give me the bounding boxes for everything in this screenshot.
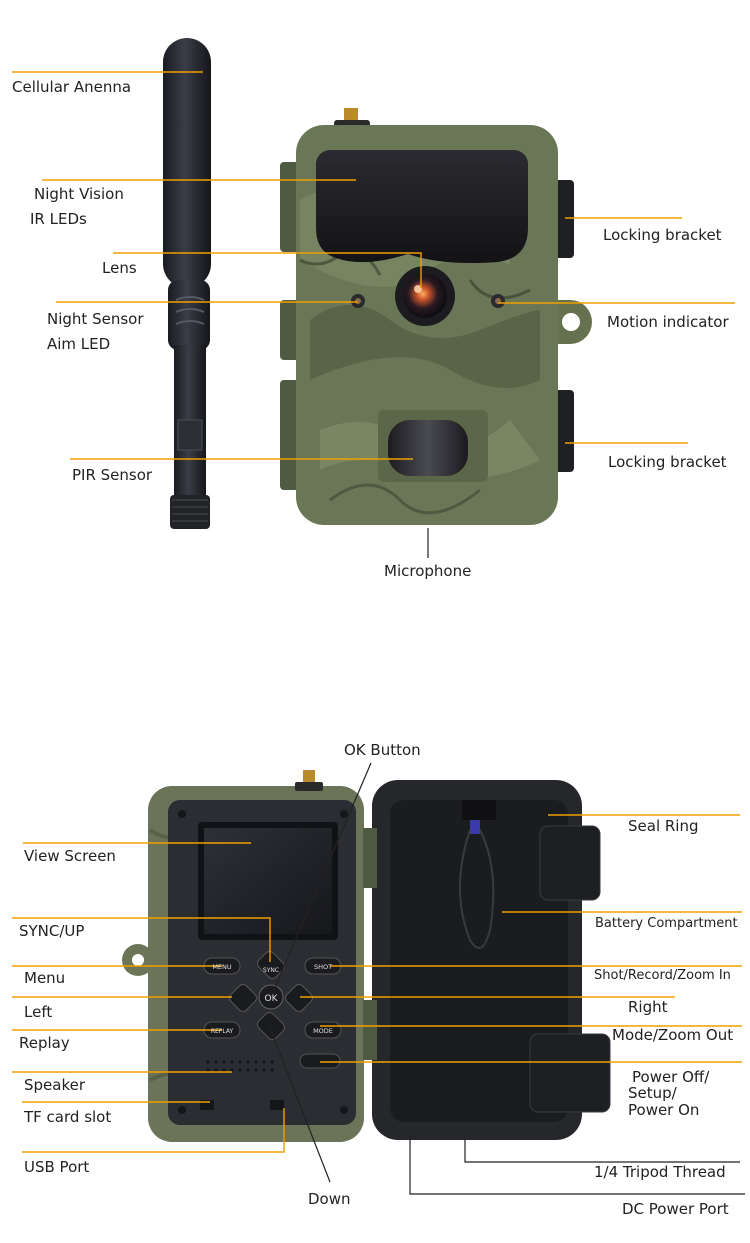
ok-key-text: OK xyxy=(265,994,279,1004)
label-left: Left xyxy=(24,1003,53,1021)
device-button-labels: MENU SYNC SHOT OK REPLAY MODE xyxy=(211,963,333,1035)
menu-key-text: MENU xyxy=(212,963,232,971)
label-seal-ring: Seal Ring xyxy=(628,817,699,835)
replay-key-text: REPLAY xyxy=(211,1028,234,1035)
label-usb-port: USB Port xyxy=(24,1158,90,1176)
label-ok-button: OK Button xyxy=(344,741,421,759)
label-aim-led: Aim LED xyxy=(47,335,111,353)
camera-back xyxy=(122,770,364,1142)
front-leader-lines xyxy=(12,71,735,558)
label-ir-leds: IR LEDs xyxy=(30,210,87,228)
label-cellular-antenna: Cellular Anenna xyxy=(12,78,132,96)
mode-key-text: MODE xyxy=(313,1027,333,1035)
label-microphone: Microphone xyxy=(384,562,472,580)
label-view-screen: View Screen xyxy=(24,847,116,865)
label-night-vision: Night Vision xyxy=(34,185,124,203)
back-leader-lines xyxy=(12,762,745,1195)
label-right: Right xyxy=(628,998,668,1016)
label-power-on: Power On xyxy=(628,1101,700,1119)
label-speaker: Speaker xyxy=(24,1076,86,1094)
label-dc-power-port: DC Power Port xyxy=(622,1200,729,1218)
label-battery-compartment: Battery Compartment xyxy=(595,916,738,931)
label-mode-zoom-out: Mode/Zoom Out xyxy=(612,1026,734,1044)
label-power-off: Power Off/ xyxy=(632,1068,710,1086)
label-menu: Menu xyxy=(24,969,66,987)
label-tripod-thread: 1/4 Tripod Thread xyxy=(594,1163,726,1181)
battery-door xyxy=(363,780,611,1140)
shot-key-text: SHOT xyxy=(314,963,332,971)
label-pir-sensor: PIR Sensor xyxy=(72,466,153,484)
label-lens: Lens xyxy=(102,259,137,277)
label-replay: Replay xyxy=(19,1034,70,1052)
cellular-antenna xyxy=(163,38,211,529)
label-motion-indicator: Motion indicator xyxy=(607,313,729,331)
label-down: Down xyxy=(308,1190,351,1208)
label-sync-up: SYNC/UP xyxy=(19,922,85,940)
label-shot-record-zoom-in: Shot/Record/Zoom In xyxy=(594,968,731,983)
label-setup: Setup/ xyxy=(628,1084,677,1102)
label-night-sensor: Night Sensor xyxy=(47,310,144,328)
label-tf-card-slot: TF card slot xyxy=(24,1108,112,1126)
label-locking-bracket-bottom: Locking bracket xyxy=(608,453,727,471)
label-locking-bracket-top: Locking bracket xyxy=(603,226,722,244)
camera-front xyxy=(280,108,592,525)
sync-key-text: SYNC xyxy=(263,967,279,974)
